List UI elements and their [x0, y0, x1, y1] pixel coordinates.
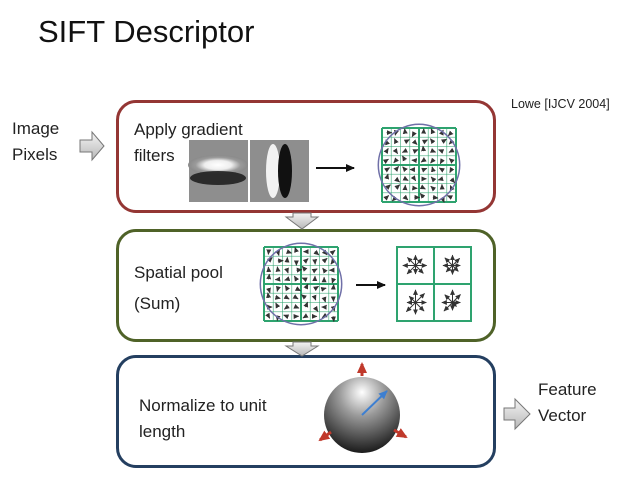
block-arrow-down-icon: [284, 212, 320, 230]
step-label-normalize: Normalize to unit length: [139, 393, 267, 445]
step-label-gradient-line1: Apply gradient: [134, 120, 243, 139]
step-label-gradient: Apply gradient filters: [134, 117, 243, 169]
gradient-filter-horizontal-image: [188, 140, 248, 202]
step-label-normalize-line1: Normalize to unit: [139, 396, 267, 415]
step-panel-gradient: [116, 100, 496, 213]
output-label-line2: Vector: [538, 406, 587, 425]
gradient-filter-vertical-image: [250, 140, 309, 202]
slide-title: SIFT Descriptor: [38, 14, 255, 49]
gradient-orientation-grid: [377, 123, 461, 207]
input-label-line2: Pixels: [12, 145, 58, 164]
orientation-histogram-grid: [396, 246, 472, 322]
output-label-line1: Feature: [538, 380, 597, 399]
step-label-gradient-line2: filters: [134, 146, 175, 165]
step-label-pool-line2: (Sum): [134, 294, 181, 313]
reference-citation: Lowe [IJCV 2004]: [511, 97, 610, 111]
block-arrow-right-icon: [79, 130, 105, 162]
step-label-pool-line1: Spatial pool: [134, 263, 223, 282]
block-arrow-right-icon: [503, 397, 531, 431]
input-label: Image Pixels: [12, 116, 59, 168]
unit-sphere-icon: [318, 362, 408, 453]
input-label-line1: Image: [12, 119, 60, 138]
step-label-pool: Spatial pool (Sum): [134, 257, 223, 319]
step-label-normalize-line2: length: [139, 422, 186, 441]
block-arrow-down-icon: [284, 341, 320, 357]
output-label: Feature Vector: [538, 377, 597, 429]
step-panel-normalize: [116, 355, 496, 468]
pooled-gradient-grid: [259, 242, 343, 326]
step-panel-pool: [116, 229, 496, 342]
